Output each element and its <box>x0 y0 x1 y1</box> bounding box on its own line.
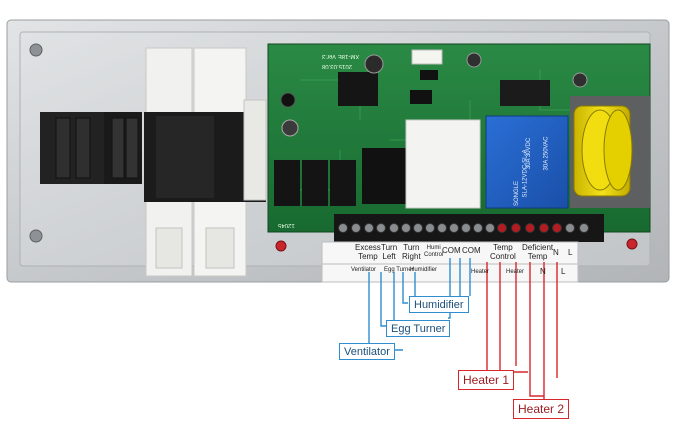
small-relays <box>274 148 406 206</box>
terminal-screw <box>376 223 386 233</box>
terminal-screw <box>401 223 411 233</box>
terminal-label-turn-left: Turn Left <box>381 243 398 261</box>
yellow-transformer <box>570 96 650 208</box>
ventilator-callout: Ventilator <box>339 343 395 360</box>
terminal-screw <box>449 223 459 233</box>
terminal-label-humidify-control: Humi Control <box>424 245 444 258</box>
terminal-screw <box>437 223 447 233</box>
terminal-screw <box>485 223 495 233</box>
terminal-label-ventilator-small: Ventilator <box>351 267 377 273</box>
terminal-label-n: N <box>553 248 559 257</box>
ic-chip <box>410 90 432 104</box>
terminal-label-excess-temp: Excess Temp <box>355 243 381 261</box>
terminal-screw <box>413 223 423 233</box>
terminal-screw <box>552 223 562 233</box>
microcontroller-chip <box>338 72 378 106</box>
terminal-screw <box>525 223 535 233</box>
relay-brand-print: SONGLE <box>514 180 521 207</box>
terminal-label-heater-small-1: Heater <box>471 269 490 275</box>
pin-header <box>500 80 550 106</box>
terminal-screw <box>511 223 521 233</box>
terminal-screw <box>473 223 483 233</box>
terminal-screw <box>539 223 549 233</box>
blue-power-relay <box>485 115 569 209</box>
ic-chip <box>420 70 438 80</box>
terminal-label-turn-right: Turn Right <box>402 243 421 261</box>
terminal-screw <box>461 223 471 233</box>
pcb-silk-code: 12045 <box>278 222 295 228</box>
terminal-screw <box>351 223 361 233</box>
egg-turner-callout: Egg Turner <box>386 320 451 337</box>
terminal-label-l: L <box>568 248 573 257</box>
relay-rating-print-2: 30A 30VDC <box>526 137 533 170</box>
terminal-screw <box>338 223 348 233</box>
black-quick-connectors <box>40 112 142 184</box>
terminal-label-com1: COM <box>442 246 461 255</box>
terminal-screws <box>338 223 589 233</box>
terminal-label-l-small: L <box>561 267 566 276</box>
terminal-label-com2: COM <box>462 246 481 255</box>
terminal-screw <box>579 223 589 233</box>
heater-1-callout: Heater 1 <box>458 370 515 390</box>
pcb-model-print: XM-18E Ver:3 <box>322 53 360 59</box>
heater-2-callout: Heater 2 <box>513 399 570 419</box>
pcb-date-print: 2015.03.08 <box>322 63 353 69</box>
terminal-label-n-small: N <box>540 267 546 276</box>
relay-rating-print: 30A 250VAC <box>543 136 550 171</box>
terminal-label-humidifier-small: Humidifier <box>410 267 438 273</box>
terminal-screw <box>497 223 507 233</box>
humidifier-callout: Humidifier <box>409 296 469 313</box>
terminal-screw <box>364 223 374 233</box>
terminal-screw <box>565 223 575 233</box>
circuit-breakers <box>144 47 267 277</box>
terminal-screw <box>389 223 399 233</box>
terminal-label-temp-control: Temp Control <box>490 243 516 261</box>
terminal-label-deficient-temp: Deficient Temp <box>522 243 554 261</box>
terminal-label-heater-small-2: Heater <box>506 269 525 275</box>
terminal-screw <box>425 223 435 233</box>
white-relay <box>405 119 481 209</box>
capacitors <box>280 52 588 137</box>
pin-header <box>411 49 443 65</box>
terminal-label-egg-turner-small: Egg Turner <box>384 267 414 273</box>
